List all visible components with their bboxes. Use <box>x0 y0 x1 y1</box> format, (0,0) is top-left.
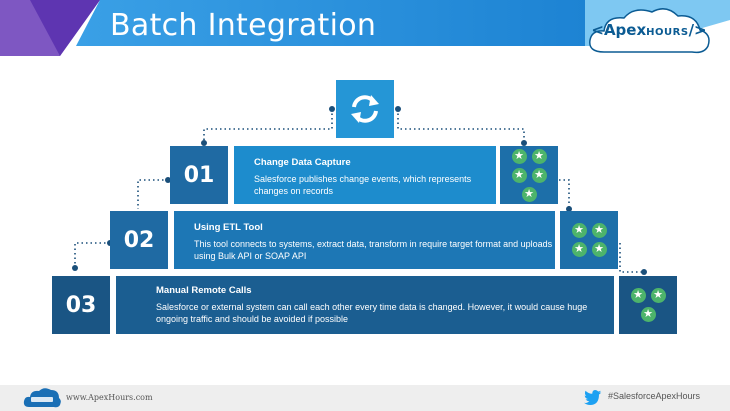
apexhours-logo: <ApexHOURS/> <box>584 4 714 62</box>
apexhours-logo-icon <box>23 388 61 408</box>
star-icon: ★ <box>650 288 666 303</box>
star-icon: ★ <box>531 167 547 183</box>
twitter-bird-icon <box>584 390 602 405</box>
star-icon: ★ <box>591 242 607 257</box>
logo-text: <ApexHOURS/> <box>591 21 707 39</box>
step-title-03: Manual Remote Calls <box>156 285 252 296</box>
cloud-icon <box>589 8 710 54</box>
step-card-02: Using ETL Tool This tool connects to sys… <box>174 211 555 269</box>
sync-icon <box>351 95 379 123</box>
rating-02: ★ ★ ★ ★ <box>560 211 618 269</box>
star-icon: ★ <box>591 223 607 238</box>
rating-03: ★ ★ ★ <box>619 276 677 334</box>
step-title-02: Using ETL Tool <box>194 222 263 233</box>
star-icon: ★ <box>511 148 527 164</box>
page-title: Batch Integration <box>110 8 377 43</box>
star-icon: ★ <box>521 186 537 202</box>
footer-hashtag[interactable]: #SalesforceApexHours <box>608 391 701 401</box>
footer-website[interactable]: www.ApexHours.com <box>66 393 153 402</box>
star-icon: ★ <box>640 307 656 322</box>
step-number-01: 01 <box>170 146 228 204</box>
logo-apex: Apex <box>603 21 647 39</box>
star-icon: ★ <box>630 288 646 303</box>
step-desc-01: Salesforce publishes change events, whic… <box>254 174 472 196</box>
star-icon: ★ <box>511 167 527 183</box>
step-card-03: Manual Remote Calls Salesforce or extern… <box>116 276 614 334</box>
step-desc-02: This tool connects to systems, extract d… <box>194 239 553 261</box>
sync-icon-tile <box>336 80 394 138</box>
step-number-03: 03 <box>52 276 110 334</box>
star-icon: ★ <box>571 223 587 238</box>
star-icon: ★ <box>571 242 587 257</box>
logo-hours: HOURS <box>646 27 689 38</box>
step-desc-03: Salesforce or external system can call e… <box>156 302 588 324</box>
star-icon: ★ <box>531 148 547 164</box>
footer-bar <box>0 385 730 411</box>
step-title-01: Change Data Capture <box>254 157 351 168</box>
step-number-02: 02 <box>110 211 168 269</box>
rating-01: ★ ★ ★ ★ ★ <box>500 146 558 204</box>
step-card-01: Change Data Capture Salesforce publishes… <box>234 146 496 204</box>
